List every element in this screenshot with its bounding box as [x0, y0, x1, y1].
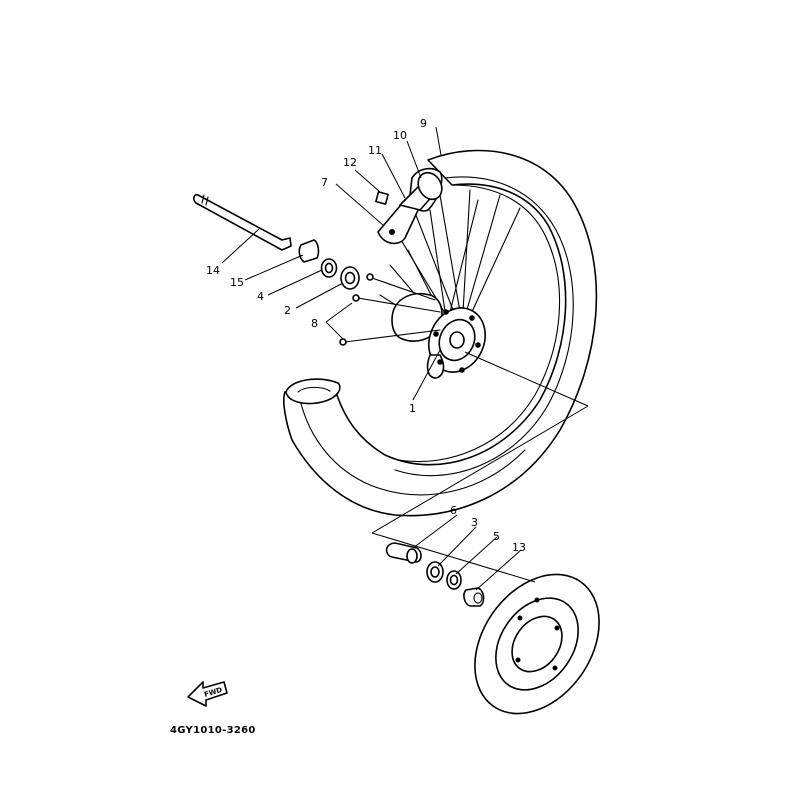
callout-7: 7	[321, 176, 328, 189]
callout-14: 14	[206, 264, 220, 277]
callout-1: 1	[409, 402, 416, 415]
leader-lines	[221, 126, 522, 591]
spoke-nipples	[339, 273, 441, 346]
callout-13: 13	[512, 541, 526, 554]
left-spacers	[298, 239, 360, 290]
callout-8: 8	[311, 317, 318, 330]
callout-5: 5	[493, 530, 500, 543]
diagram-code: 4GY1010-3260	[170, 725, 256, 736]
brake-disc	[474, 573, 600, 715]
callout-11: 11	[368, 144, 382, 157]
speedo-gear-assembly	[375, 171, 443, 245]
right-side-parts	[385, 542, 485, 607]
callout-10: 10	[393, 129, 407, 142]
fwd-arrow-icon: FWD	[187, 681, 228, 707]
callout-3: 3	[471, 516, 478, 529]
callout-6: 6	[450, 504, 457, 517]
axle	[193, 193, 292, 251]
callout-12: 12	[343, 156, 357, 169]
assembly-guide-lines	[371, 351, 589, 583]
callout-9: 9	[420, 117, 427, 130]
callout-labels: 1 2 3 4 5 6 7 8 9 10 11 12 13 14 15	[206, 117, 526, 554]
callout-4: 4	[257, 290, 264, 303]
callout-15: 15	[230, 276, 244, 289]
callout-2: 2	[284, 304, 291, 317]
